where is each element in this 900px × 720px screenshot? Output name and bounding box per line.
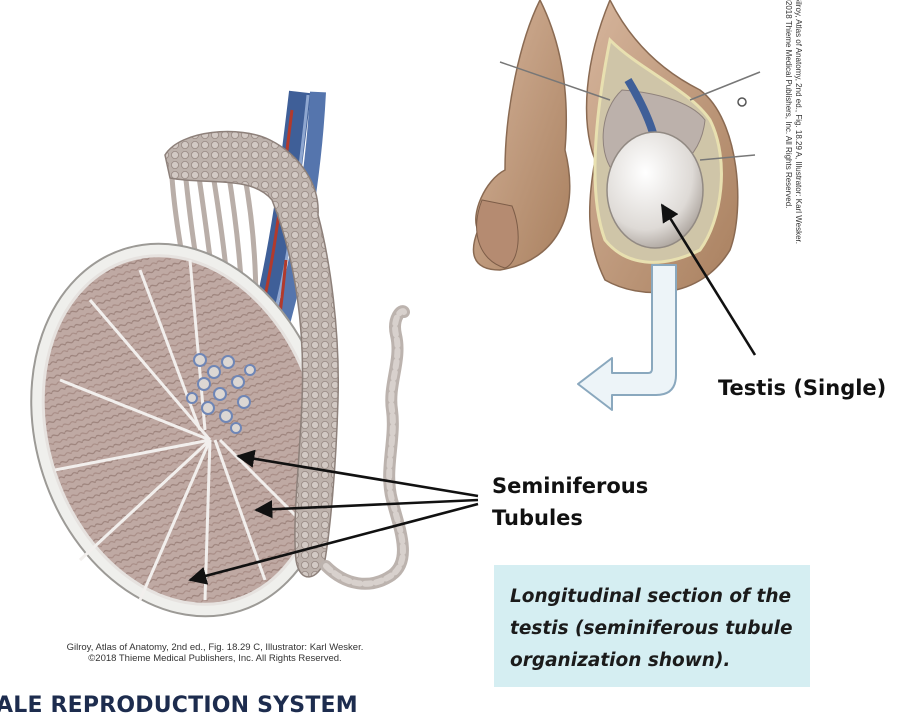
section-illustration bbox=[30, 90, 410, 618]
external-illustration bbox=[472, 0, 761, 294]
label-arrows bbox=[188, 203, 757, 585]
rete-testis bbox=[186, 353, 256, 434]
tubules-label-line2: Tubules bbox=[492, 506, 583, 530]
seminiferous-tubules-label: Seminiferous Tubules bbox=[492, 470, 648, 534]
testis-arrow bbox=[660, 203, 757, 356]
tubules-arrow-1 bbox=[236, 449, 479, 498]
epididymis bbox=[164, 130, 339, 578]
caption-box: Longitudinal section of the testis (semi… bbox=[494, 565, 810, 687]
testis-label: Testis (Single) bbox=[718, 376, 887, 400]
retractor-wires bbox=[499, 61, 761, 161]
tubules-arrow-2 bbox=[254, 498, 479, 519]
credit-left-line2: ©2018 Thieme Medical Publishers, Inc. Al… bbox=[88, 653, 342, 664]
transition-arrow bbox=[577, 264, 677, 411]
credit-left-line1: Gilroy, Atlas of Anatomy, 2nd ed., Fig. … bbox=[66, 642, 364, 653]
footer-section-title: ALE REPRODUCTION SYSTEM bbox=[0, 693, 358, 718]
ductus-deferens bbox=[320, 305, 410, 590]
credit-right-line2: ©2018 Thieme Medical Publishers, Inc. Al… bbox=[784, 0, 793, 209]
image-credit-left: Gilroy, Atlas of Anatomy, 2nd ed., Fig. … bbox=[40, 642, 390, 664]
credit-right-line1: Gilroy, Atlas of Anatomy, 2nd ed., Fig. … bbox=[794, 0, 803, 245]
tubules-arrow-3 bbox=[188, 502, 479, 585]
image-credit-right: Gilroy, Atlas of Anatomy, 2nd ed., Fig. … bbox=[783, 0, 803, 245]
tubules-label-line1: Seminiferous bbox=[492, 474, 649, 498]
caption-text: Longitudinal section of the testis (semi… bbox=[510, 586, 793, 671]
